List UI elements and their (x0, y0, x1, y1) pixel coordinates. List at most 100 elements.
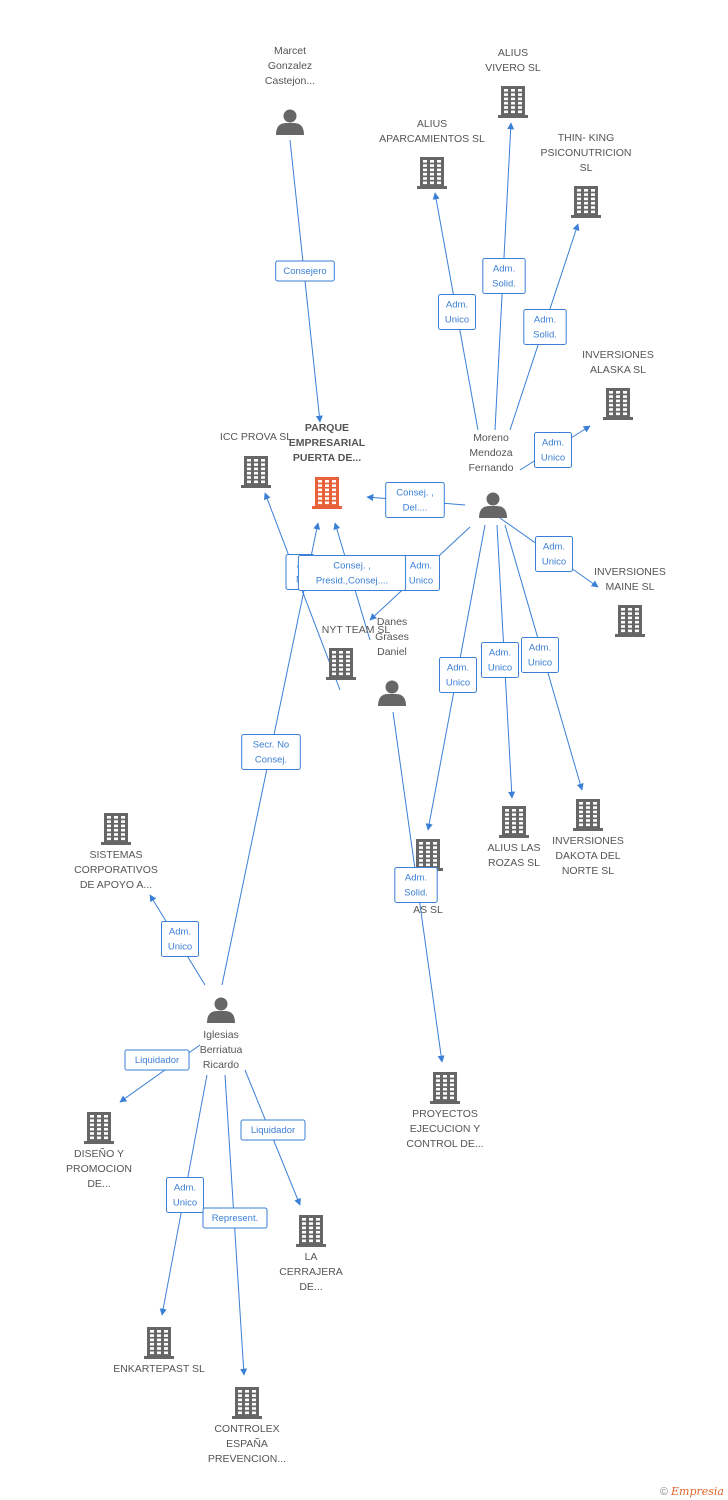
company-node-cerrajera[interactable]: LACERRAJERADE... (279, 1215, 343, 1293)
company-node-controlex[interactable]: CONTROLEXESPAÑAPREVENCION... (208, 1387, 286, 1465)
edge-label-box (202, 1207, 268, 1229)
edge-label-e19[interactable]: Adm. Unico (166, 1177, 204, 1213)
edge-label-e17[interactable]: Liquidador (124, 1049, 190, 1071)
node-label-line: ENKARTEPAST SL (113, 1363, 205, 1375)
company-node-diseno[interactable]: DISEÑO Y PROMOCION DE... (66, 1112, 132, 1190)
edge-label-text: Unico (488, 663, 512, 674)
node-label-line: LA (305, 1251, 318, 1263)
edge-label-text: Adm. (410, 561, 432, 572)
edge-label-e6[interactable]: Consej. , Del.... (385, 482, 445, 518)
edge-label-text: Unico (173, 1198, 197, 1209)
edge-label-e7[interactable]: Adm. Unico (535, 536, 573, 572)
edge-line-e12 (263, 492, 341, 691)
edge-label-e9[interactable]: Adm.Unico (439, 657, 477, 693)
edge-label-e2[interactable]: Adm.Unico (438, 294, 476, 330)
node-label-line: INVERSIONES (582, 349, 654, 361)
building-icon (417, 157, 447, 189)
footer-brand[interactable]: © Empresia (660, 1485, 724, 1498)
building-icon (326, 648, 356, 680)
edge-label-box (124, 1049, 190, 1071)
company-node-enkartepast[interactable]: ENKARTEPAST SL (113, 1327, 205, 1375)
edge-label-box (521, 637, 559, 673)
edge-label-e1[interactable]: Consejero (275, 260, 335, 282)
edge-label-e20[interactable]: Represent. (202, 1207, 268, 1229)
edge-label-e11[interactable]: Adm. Unico (521, 637, 559, 673)
edge-label-e3[interactable]: Adm.Solid. (482, 258, 526, 294)
edge-label-e16[interactable]: Adm. Unico (161, 921, 199, 957)
edge-label-text: Unico (528, 658, 552, 669)
edge-label-text: Unico (446, 678, 470, 689)
node-label-line: DE... (299, 1281, 322, 1293)
edge-label-e8[interactable]: Adm.Unico (402, 555, 440, 591)
edge-label-text: Unico (168, 942, 192, 953)
edge-label-text: Liquidador (251, 1125, 295, 1136)
node-label-line: VIVERO SL (485, 62, 541, 74)
node-label-line: DAKOTA DEL (555, 850, 620, 862)
edge-label-e14[interactable]: Adm.Solid. (394, 867, 438, 903)
edge-label-text: Adm. (543, 542, 565, 553)
edge-label-text: Represent. (212, 1213, 258, 1224)
node-label-line: THIN- KING (558, 132, 615, 144)
edge-label-text: Adm. (446, 300, 468, 311)
edge-label-e5[interactable]: Adm.Unico (534, 432, 572, 468)
building-icon (232, 1387, 262, 1419)
node-label-line: DISEÑO Y (74, 1147, 124, 1160)
company-node-nyt[interactable]: NYT TEAM SL (322, 624, 391, 680)
building-icon (499, 806, 529, 838)
edge-label-text: Adm. (489, 648, 511, 659)
edge-label-box (161, 921, 199, 957)
edge-label-text: Consej. (255, 755, 287, 766)
edge-label-box (240, 1119, 306, 1141)
edge-label-box (439, 657, 477, 693)
node-label-line: SL (580, 162, 593, 174)
node-label-line: DE... (87, 1178, 110, 1190)
company-node-icc[interactable]: ICC PROVA SL (220, 431, 292, 488)
node-label-line: PROMOCION (66, 1163, 132, 1175)
edge-label-e18[interactable]: Liquidador (240, 1119, 306, 1141)
node-label-line: ROZAS SL (488, 857, 540, 869)
node-label-line: Danes (377, 616, 407, 628)
node-label-line: NYT TEAM SL (322, 624, 391, 636)
person-node-marcet[interactable]: MarcetGonzalezCastejon... (265, 45, 315, 135)
node-label-line: ICC PROVA SL (220, 431, 292, 443)
edge-label-e13[interactable]: Consej. ,Presid.,Consej.... (297, 555, 407, 591)
edge-label-text: Solid. (492, 279, 516, 290)
node-label-line: APARCAMIENTOS SL (379, 133, 485, 145)
edge-label-text: Adm. (169, 927, 191, 938)
node-label-line: SISTEMAS (89, 849, 142, 861)
edge-label-text: Consej. , (396, 488, 434, 499)
company-node-alius_vivero[interactable]: ALIUS VIVERO SL (485, 47, 541, 118)
edge-label-e4[interactable]: Adm.Solid. (523, 309, 567, 345)
node-label-line: PROYECTOS (412, 1108, 478, 1120)
building-icon (571, 186, 601, 218)
edge-label-text: Del.... (403, 503, 428, 514)
edge-label-box (534, 432, 572, 468)
edge-label-text: Adm. (529, 643, 551, 654)
node-label-line: PARQUE (305, 422, 349, 434)
edge-label-text: Unico (542, 557, 566, 568)
node-label-line: MAINE SL (605, 581, 654, 593)
node-label-line: ALIUS (498, 47, 528, 59)
node-label-line: DE APOYO A... (80, 879, 152, 891)
node-label-line: Castejon... (265, 75, 315, 87)
edge-label-box (481, 642, 519, 678)
edge-label-text: Adm. (174, 1183, 196, 1194)
edge-label-text: Adm. (542, 438, 564, 449)
edge-label-e10[interactable]: Adm. Unico (481, 642, 519, 678)
edge-label-box (166, 1177, 204, 1213)
node-label-line: Iglesias (203, 1029, 239, 1041)
